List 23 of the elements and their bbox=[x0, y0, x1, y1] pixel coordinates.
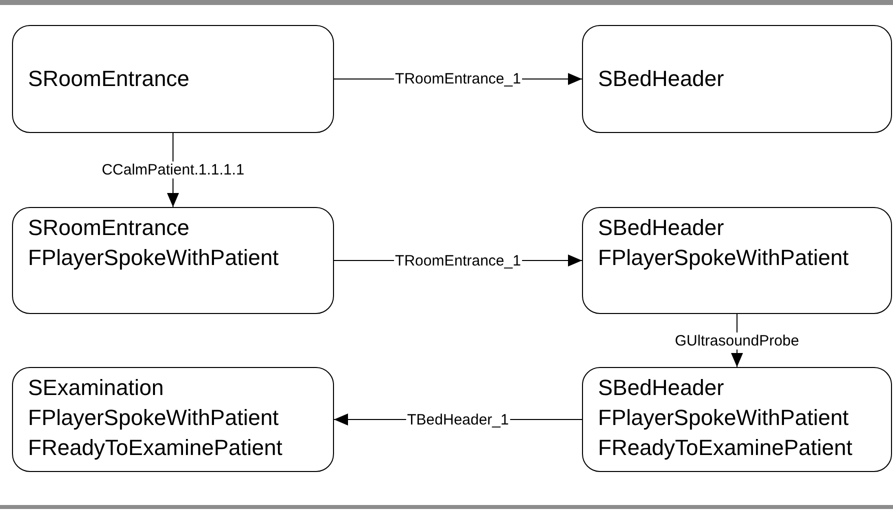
state-text: FReadyToExaminePatient bbox=[28, 434, 284, 462]
state-text: FPlayerSpokeWithPatient bbox=[28, 404, 280, 432]
state-text: SExamination bbox=[28, 374, 165, 402]
state-text: FPlayerSpokeWithPatient bbox=[598, 404, 850, 432]
state-box bbox=[12, 25, 334, 133]
state-box bbox=[12, 367, 334, 472]
state-text: FReadyToExaminePatient bbox=[598, 434, 854, 462]
state-box bbox=[582, 207, 892, 314]
state-text: SBedHeader bbox=[598, 214, 725, 242]
state-box bbox=[582, 25, 892, 133]
edge-label: TBedHeader_1 bbox=[406, 411, 510, 428]
state-text: SRoomEntrance bbox=[28, 214, 190, 242]
state-text: SBedHeader bbox=[598, 65, 725, 93]
state-box bbox=[12, 207, 334, 314]
state-text: SRoomEntrance bbox=[28, 65, 190, 93]
edge-label: TRoomEntrance_1 bbox=[394, 252, 522, 269]
state-text: FPlayerSpokeWithPatient bbox=[28, 244, 280, 272]
edge-label: CCalmPatient.1.1.1.1 bbox=[100, 162, 246, 178]
edge-label: GUltrasoundProbe bbox=[674, 332, 800, 349]
state-text: FPlayerSpokeWithPatient bbox=[598, 244, 850, 272]
state-box bbox=[582, 367, 892, 472]
edge-label: TRoomEntrance_1 bbox=[394, 70, 522, 88]
state-text: SBedHeader bbox=[598, 374, 725, 402]
